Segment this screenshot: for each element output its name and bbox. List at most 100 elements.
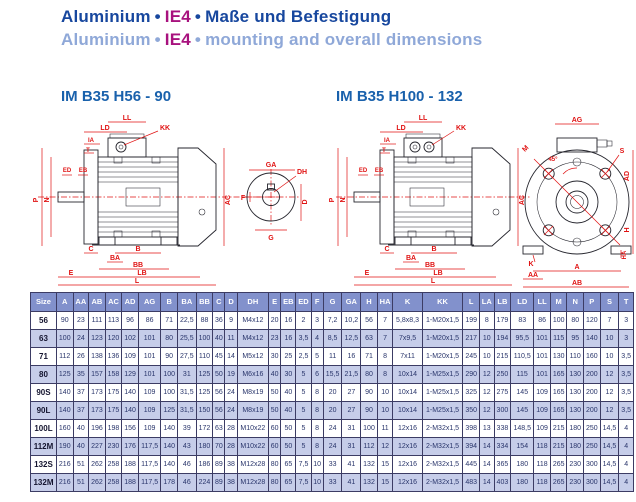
column-header: LL	[533, 292, 551, 312]
dim-label-m: M	[521, 144, 530, 153]
bullet-separator: •	[154, 7, 161, 26]
dimension-cell: 31	[341, 437, 362, 456]
dimension-cell: 20	[322, 401, 343, 420]
dimension-cell: 5	[295, 401, 312, 420]
dimension-cell: 160	[55, 419, 74, 438]
dimension-cell: 24	[224, 401, 238, 420]
dimension-cell: 63	[360, 329, 378, 348]
dimension-cell: 11	[376, 419, 394, 438]
efficiency-class-badge: IE4	[164, 7, 191, 26]
dimension-cell: 33	[322, 455, 343, 474]
dimension-cell: 36	[212, 311, 226, 330]
dimension-cell: 31,5	[176, 383, 197, 402]
dimension-cell: 46	[176, 455, 197, 474]
dimension-cell: 180	[510, 455, 535, 474]
dimension-cell: 140	[160, 437, 178, 456]
column-header: LA	[478, 292, 495, 312]
column-header: AD	[121, 292, 139, 312]
dimension-cell: 136	[104, 347, 123, 366]
dim-label-ac: AC	[519, 195, 526, 205]
dimension-cell: 215	[493, 347, 512, 366]
column-header: KK	[421, 292, 464, 312]
dimension-cell: 178	[160, 473, 178, 492]
dimension-cell: 7,2	[322, 311, 343, 330]
dimension-cell: 130	[566, 401, 585, 420]
dimension-cell: 101	[137, 329, 162, 348]
dimension-cell: 125	[160, 401, 178, 420]
dim-label-n: N	[44, 197, 51, 202]
dimension-cell: 394	[462, 437, 480, 456]
dimension-cell: 31	[176, 365, 197, 384]
dimension-cell: 90	[160, 347, 178, 366]
dimension-cell: 180	[566, 437, 585, 456]
dimension-cell: 5	[295, 365, 312, 384]
dimension-cell: 14,5	[599, 455, 620, 474]
dim-label-ed: ED	[63, 168, 72, 174]
motor-side-view: LL LD KK IA T ED EB P N AC C B BA BB E L…	[33, 115, 278, 286]
dimension-cell: 83	[510, 311, 535, 330]
dim-label-f: F	[241, 195, 246, 202]
dimension-cell: 25,5	[176, 329, 197, 348]
dimension-cell: 3	[310, 311, 324, 330]
dimension-cell: 80	[566, 311, 585, 330]
dimension-cell: 40	[268, 365, 282, 384]
dimension-cell: 117,5	[137, 455, 162, 474]
dimension-cell: 258	[104, 455, 123, 474]
dimension-cell: 100	[55, 329, 74, 348]
dimension-cell: 10	[310, 473, 324, 492]
dimension-cell: 90	[360, 401, 378, 420]
dimension-cell: 110	[195, 347, 214, 366]
dimension-cell: 80	[268, 473, 282, 492]
dimension-cell: 28	[224, 437, 238, 456]
dimension-cell: 8,5	[322, 329, 343, 348]
dimension-cell: 12,5	[341, 329, 362, 348]
dimension-cell: 230	[566, 473, 585, 492]
dim-label-d: D	[302, 199, 309, 204]
dimension-cell: 80	[268, 455, 282, 474]
dimension-cell: 95	[566, 329, 585, 348]
dimension-cell: 132	[360, 455, 378, 474]
dimension-cell: 7x11	[392, 347, 423, 366]
dimension-cell: 403	[493, 473, 512, 492]
dimension-cell: 14	[478, 437, 495, 456]
dimension-cell: 186	[195, 455, 214, 474]
dimension-cell: 8	[310, 383, 324, 402]
dimension-cell: 3,5	[295, 329, 312, 348]
dimension-cell: 37	[72, 401, 90, 420]
dimension-cell: 40	[72, 419, 90, 438]
dimension-cell: 12x16	[392, 455, 423, 474]
dimension-cell: 86	[533, 311, 551, 330]
dimension-cell: 14	[224, 347, 238, 366]
dim-label-k: K	[528, 261, 533, 268]
dim-label-c: C	[384, 246, 389, 253]
column-header: C	[212, 292, 226, 312]
dimension-cell: 41	[341, 455, 362, 474]
dimension-cell: 12	[478, 365, 495, 384]
dimension-cell: 5	[295, 419, 312, 438]
dim-label-p: P	[329, 197, 336, 202]
dimension-cell: 2-M32x1,5	[421, 419, 464, 438]
column-header: H	[360, 292, 378, 312]
dimension-cell: 199	[462, 311, 480, 330]
dimension-cell: 1-M20x1,5	[421, 329, 464, 348]
dim-label-ld: LD	[396, 125, 405, 132]
flange-front-view: AG M 45° S AD H HA K A AA AB	[521, 117, 634, 288]
dimension-cell: 111	[88, 311, 106, 330]
dimension-cell: 15	[376, 473, 394, 492]
column-header: D	[224, 292, 238, 312]
dimension-cell: 12	[478, 401, 495, 420]
column-header: AA	[72, 292, 90, 312]
dimension-cell: 300	[583, 455, 601, 474]
dimension-cell: 179	[493, 311, 512, 330]
column-header: T	[618, 292, 634, 312]
dimension-cell: 12x16	[392, 437, 423, 456]
dimension-cell: 7x9,5	[392, 329, 423, 348]
dim-label-n: N	[340, 197, 347, 202]
dim-label-ac: AC	[225, 195, 232, 205]
dimension-cell: 1-M25x1,5	[421, 401, 464, 420]
